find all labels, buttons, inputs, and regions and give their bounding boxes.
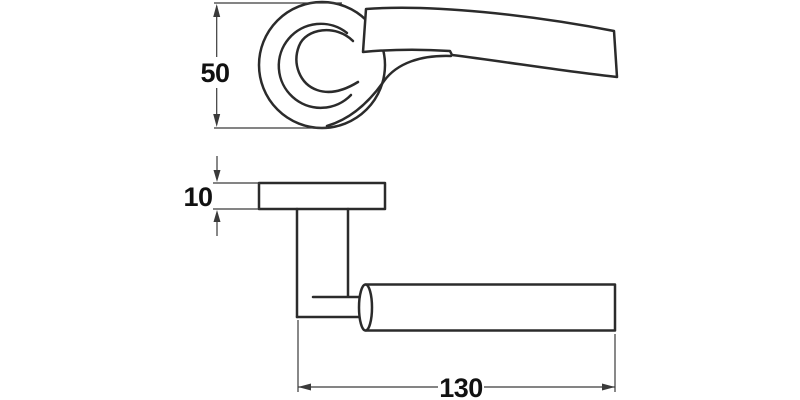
arrowhead-down-icon (213, 170, 221, 182)
grip-end-ellipse (357, 283, 374, 332)
grip-cylinder (365, 283, 617, 332)
rose-inner-rim-arc (277, 22, 353, 110)
arrowhead-up-icon (213, 210, 221, 222)
lever-underside-curve (325, 54, 453, 128)
lever-collar-curve (295, 28, 360, 94)
dim-10-label: 10 (183, 182, 212, 212)
lever-blade (361, 6, 619, 79)
dimension-rose-diameter: 50 (200, 2, 342, 129)
dim-50-label: 50 (200, 58, 229, 88)
front-view: 50 (200, 0, 619, 130)
arrowhead-left-icon (298, 383, 311, 391)
arrowhead-right-icon (602, 383, 615, 391)
rose-side-plate (257, 181, 387, 211)
arrowhead-up-icon (213, 4, 221, 17)
arrowhead-down-icon (213, 114, 221, 127)
dimension-lever-length: 130 (297, 320, 616, 400)
side-view: 10 130 (183, 156, 617, 400)
dimension-rose-thickness: 10 (183, 156, 260, 236)
dim-130-label: 130 (439, 373, 483, 400)
